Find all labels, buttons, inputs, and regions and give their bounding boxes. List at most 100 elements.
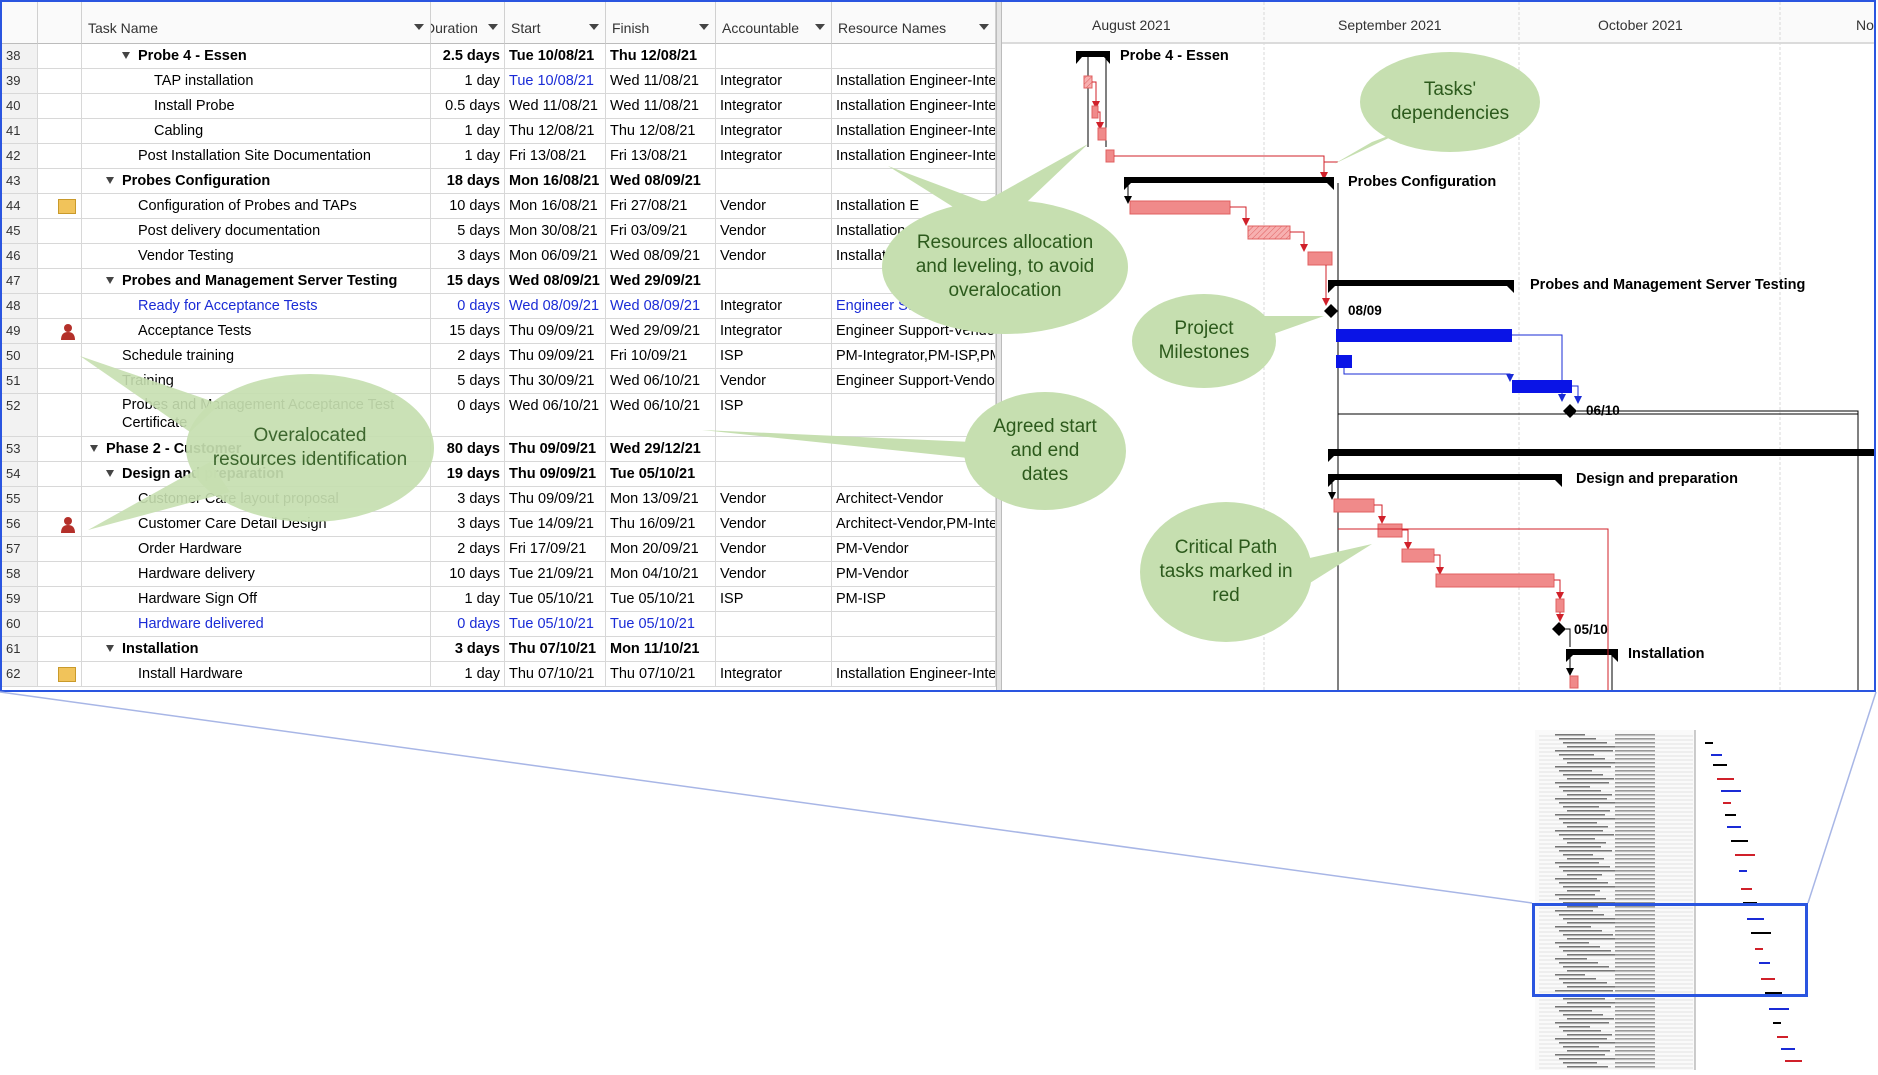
duration-cell[interactable]: 1 day [431,144,505,168]
start-cell[interactable]: Tue 05/10/21 [505,587,606,611]
resource-names-cell[interactable]: Installation Engineer-Integ [832,94,996,118]
finish-cell[interactable]: Thu 12/08/21 [606,119,716,143]
resource-names-cell[interactable]: Architect-Vendor [832,487,996,511]
split-bar[interactable] [996,2,1002,690]
resource-names-cell[interactable] [832,612,996,636]
duration-cell[interactable]: 19 days [431,462,505,486]
summary-bar-phase2[interactable] [1328,449,1876,456]
collapse-triangle-icon[interactable] [90,445,98,452]
start-cell[interactable]: Wed 06/10/21 [505,394,606,436]
start-cell[interactable]: Thu 09/09/21 [505,319,606,343]
row-id-cell[interactable]: 51 [2,369,38,393]
accountable-cell[interactable] [716,612,832,636]
finish-cell[interactable]: Tue 05/10/21 [606,587,716,611]
task-bar-50[interactable] [1336,355,1352,368]
accountable-cell[interactable]: Vendor [716,369,832,393]
task-name-cell[interactable]: Hardware Sign Off [82,587,431,611]
finish-cell[interactable]: Tue 05/10/21 [606,612,716,636]
finish-cell[interactable]: Mon 11/10/21 [606,637,716,661]
start-cell[interactable]: Tue 10/08/21 [505,69,606,93]
accountable-cell[interactable]: Vendor [716,219,832,243]
accountable-cell[interactable]: ISP [716,394,832,436]
start-cell[interactable]: Mon 06/09/21 [505,244,606,268]
duration-cell[interactable]: 0.5 days [431,94,505,118]
accountable-cell[interactable]: Vendor [716,537,832,561]
task-name-cell[interactable]: Cabling [82,119,431,143]
start-cell[interactable]: Mon 16/08/21 [505,169,606,193]
duration-cell[interactable]: 3 days [431,637,505,661]
task-bar-41[interactable] [1097,127,1107,141]
row-id-cell[interactable]: 54 [2,462,38,486]
summary-bar-pmst[interactable] [1328,280,1514,286]
task-name-cell[interactable]: Hardware delivered [82,612,431,636]
row-id-cell[interactable]: 39 [2,69,38,93]
start-cell[interactable]: Thu 09/09/21 [505,437,606,461]
row-id-cell[interactable]: 48 [2,294,38,318]
note-icon[interactable] [58,667,76,682]
accountable-cell[interactable] [716,462,832,486]
accountable-cell[interactable] [716,169,832,193]
start-cell[interactable]: Wed 08/09/21 [505,294,606,318]
start-cell[interactable]: Fri 17/09/21 [505,537,606,561]
start-cell[interactable]: Tue 05/10/21 [505,612,606,636]
collapse-triangle-icon[interactable] [122,52,130,59]
row-id-cell[interactable]: 41 [2,119,38,143]
duration-cell[interactable]: 10 days [431,194,505,218]
finish-cell[interactable]: Wed 06/10/21 [606,369,716,393]
row-id-cell[interactable]: 61 [2,637,38,661]
duration-column-header[interactable]: Duration [431,2,505,44]
task-name-column-header[interactable]: Task Name [82,2,431,44]
start-cell[interactable]: Mon 30/08/21 [505,219,606,243]
duration-cell[interactable]: 10 days [431,562,505,586]
collapse-triangle-icon[interactable] [106,177,114,184]
duration-cell[interactable]: 2 days [431,344,505,368]
accountable-cell[interactable]: Integrator [716,319,832,343]
task-bar-49[interactable] [1336,329,1512,342]
row-id-cell[interactable]: 59 [2,587,38,611]
resource-names-cell[interactable]: Installation Engineer-Integ [832,662,996,686]
finish-cell[interactable]: Wed 06/10/21 [606,394,716,436]
duration-cell[interactable]: 18 days [431,169,505,193]
chevron-down-icon[interactable] [589,24,599,30]
start-cell[interactable]: Thu 09/09/21 [505,487,606,511]
start-column-header[interactable]: Start [505,2,606,44]
finish-cell[interactable]: Mon 20/09/21 [606,537,716,561]
chevron-down-icon[interactable] [488,24,498,30]
finish-cell[interactable]: Mon 04/10/21 [606,562,716,586]
resource-names-cell[interactable]: PM-Integrator,PM-ISP,PM [832,344,996,368]
duration-cell[interactable]: 3 days [431,244,505,268]
overallocated-user-icon[interactable] [60,516,76,533]
chevron-down-icon[interactable] [414,24,424,30]
accountable-cell[interactable]: ISP [716,587,832,611]
summary-bar-design[interactable] [1328,474,1562,480]
accountable-cell[interactable]: Integrator [716,662,832,686]
finish-cell[interactable]: Wed 11/08/21 [606,94,716,118]
finish-cell[interactable]: Wed 29/09/21 [606,319,716,343]
row-id-cell[interactable]: 42 [2,144,38,168]
resource-names-cell[interactable] [832,169,996,193]
resource-names-column-header[interactable]: Resource Names [832,2,996,44]
duration-cell[interactable]: 80 days [431,437,505,461]
task-name-cell[interactable]: Configuration of Probes and TAPs [82,194,431,218]
row-id-cell[interactable]: 62 [2,662,38,686]
note-icon[interactable] [58,199,76,214]
start-cell[interactable]: Thu 12/08/21 [505,119,606,143]
duration-cell[interactable]: 3 days [431,512,505,536]
accountable-cell[interactable] [716,44,832,68]
resource-names-cell[interactable]: PM-Vendor [832,537,996,561]
duration-cell[interactable]: 15 days [431,269,505,293]
accountable-cell[interactable] [716,269,832,293]
duration-cell[interactable]: 1 day [431,662,505,686]
accountable-column-header[interactable]: Accountable [716,2,832,44]
collapse-triangle-icon[interactable] [106,645,114,652]
